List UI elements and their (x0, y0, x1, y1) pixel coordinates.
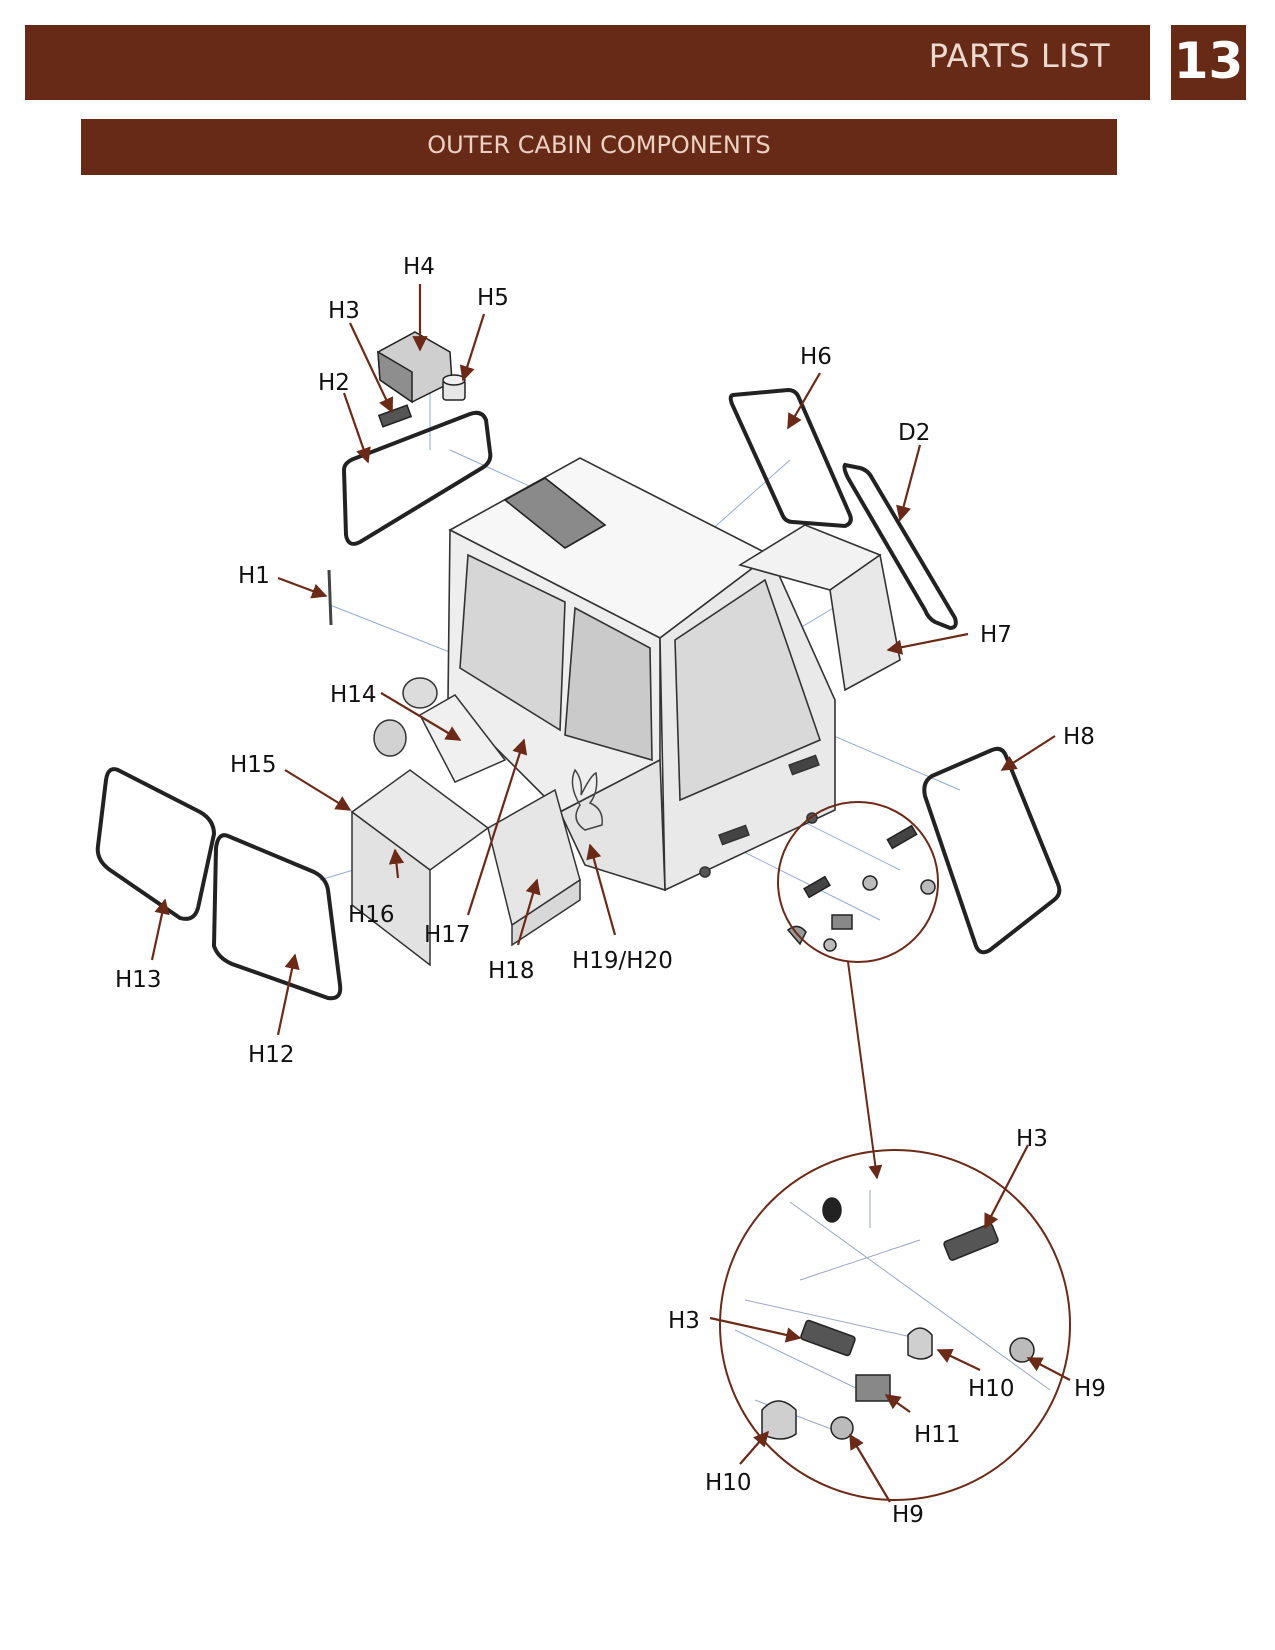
section-title: OUTER CABIN COMPONENTS (427, 131, 771, 159)
detail-h9-right (1009, 1337, 1035, 1363)
cabin-side-window (674, 578, 821, 802)
label-h3: H3 (328, 298, 360, 324)
detail-h9-bottom (830, 1416, 854, 1440)
front-fenders (350, 677, 603, 967)
leader-arrows (150, 284, 1071, 1503)
window-h6 (728, 387, 853, 529)
small-parts (327, 331, 936, 952)
label-h8: H8 (1063, 724, 1095, 750)
rabbit-decal (571, 768, 603, 831)
header-bar: PARTS LIST (25, 25, 1150, 100)
detail-callout (719, 801, 1071, 1501)
window-d2 (842, 462, 958, 631)
label-h6: H6 (800, 344, 832, 370)
cabin-front-window (459, 553, 566, 732)
windows (95, 387, 1062, 1001)
callout-circle (777, 801, 939, 963)
window-h12 (211, 833, 343, 1001)
window-h2 (341, 410, 493, 546)
detail-h11 (855, 1374, 891, 1402)
label-h18: H18 (488, 958, 535, 984)
label-h15: H15 (230, 752, 277, 778)
cabin-body (447, 457, 901, 892)
callout-leader (847, 961, 883, 1180)
fender-h14 (419, 694, 507, 783)
label-d2: D2 (898, 420, 930, 446)
part-h3 (377, 404, 413, 428)
label-h14: H14 (330, 682, 377, 708)
window-h13 (95, 767, 217, 921)
part-h1 (327, 569, 333, 626)
label-detail-h11: H11 (914, 1422, 961, 1448)
detail-parts (734, 1190, 1051, 1441)
label-detail-h3-top: H3 (1016, 1126, 1048, 1152)
label-h1: H1 (238, 563, 270, 589)
window-h8 (922, 746, 1062, 955)
label-h16: H16 (348, 902, 395, 928)
page-title: PARTS LIST (928, 37, 1110, 75)
label-h13: H13 (115, 967, 162, 993)
detail-h3-top (943, 1223, 999, 1261)
roof-vent (503, 477, 607, 549)
label-detail-h9-bottom: H9 (892, 1502, 924, 1528)
label-h7: H7 (980, 622, 1012, 648)
label-h12: H12 (248, 1042, 295, 1068)
label-detail-h10-left: H10 (705, 1470, 752, 1496)
label-detail-h3-left: H3 (668, 1308, 700, 1334)
part-labels: H4 H3 H5 H2 H6 D2 H7 H8 H1 H14 H15 H16 H… (115, 254, 1106, 1528)
page-number: 13 (1173, 32, 1244, 90)
cabin-lower-front (558, 758, 666, 892)
label-h19-h20: H19/H20 (572, 948, 673, 974)
page-number-box: 13 (1171, 25, 1246, 100)
air-cleaner (402, 677, 438, 709)
label-h17: H17 (424, 922, 471, 948)
label-h2: H2 (318, 370, 350, 396)
detail-h10-left (761, 1400, 797, 1440)
label-detail-h10-right: H10 (968, 1376, 1015, 1402)
detail-circle (719, 1149, 1071, 1501)
detail-h3-left (800, 1319, 856, 1357)
cabin-door-window (564, 606, 653, 762)
detail-h10-right (907, 1327, 933, 1360)
label-h4: H4 (403, 254, 435, 280)
section-bar: OUTER CABIN COMPONENTS (81, 119, 1117, 175)
label-h5: H5 (477, 285, 509, 311)
label-detail-h9-right: H9 (1074, 1376, 1106, 1402)
